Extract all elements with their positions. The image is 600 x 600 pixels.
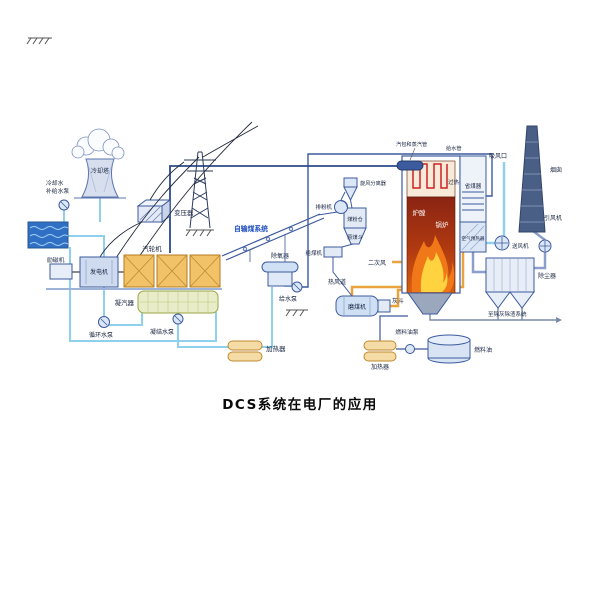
- to-ash-removal-label: 至除灰除渣系统: [488, 310, 527, 318]
- coal-feeder: 给煤机: [305, 243, 354, 297]
- powder-exhaust-fan: 排粉机: [315, 191, 348, 214]
- forced-draft-fan-label: 送风机: [512, 242, 529, 250]
- lp-heater-label: 加热器: [266, 344, 286, 353]
- flame-core: [420, 252, 448, 292]
- feed-pump: 给水泵: [279, 281, 303, 303]
- fuel-oil-pump-label: 燃料油泵: [395, 328, 418, 336]
- air-ducts: [486, 162, 506, 245]
- ash-lines: [429, 308, 556, 321]
- air-inlet-label: 吸风口: [489, 153, 507, 160]
- fuel-oil-heater-label: 加热器: [371, 363, 389, 371]
- coal-mill: 磨煤机: [335, 295, 391, 317]
- feedwater-pipe-label: 给水管: [446, 144, 462, 152]
- boiler-furnace: 炉膛 锅炉 过热器: [401, 155, 465, 315]
- condensate-pump: 凝结水泵: [150, 313, 184, 336]
- diagram-title: DCS系统在电厂的应用: [222, 396, 378, 413]
- makeup-pump-label: 补给水泵: [46, 187, 69, 195]
- coal-conveyor: [221, 210, 345, 262]
- dust-collector-label: 除尘器: [538, 272, 556, 280]
- transformer-label: 变压器: [174, 208, 194, 217]
- cooling-tower: 冷却塔: [71, 128, 126, 199]
- hot-air-duct-label: 热风道: [328, 278, 346, 286]
- feedwater-steam-oil-pipes: [169, 153, 493, 350]
- chimney: 烟囱: [518, 125, 562, 233]
- induced-draft-fan: 引风机: [538, 214, 562, 253]
- turbine-label: 汽轮机: [142, 244, 162, 253]
- fuel-oil-tank: 燃料油: [427, 334, 492, 364]
- river-water: [27, 221, 69, 249]
- condenser: 凝汽器: [115, 290, 219, 314]
- fuel-oil-label: 燃料油: [474, 346, 492, 354]
- ground-marks: [26, 37, 308, 317]
- coal-powder-bunker-label: 煤粉仓: [347, 215, 363, 223]
- condenser-label: 凝汽器: [115, 298, 135, 307]
- dust-collector: 除尘器: [485, 257, 556, 309]
- coal-feeder-label: 给煤机: [305, 249, 322, 257]
- exciter-label: 励磁机: [47, 256, 65, 264]
- turbine-generator-train: 励磁机 发电机 汽轮机: [46, 244, 222, 290]
- furnace-ash-hopper: [407, 292, 453, 315]
- powder-exhaust-fan-label: 排粉机: [315, 203, 332, 211]
- ash-arrow: [556, 317, 562, 323]
- steam-drum: 汽包和蒸汽管: [396, 140, 427, 171]
- superheater-coil: [412, 163, 448, 189]
- deaerator: 除氧器: [261, 252, 299, 287]
- cyclone-separator-label: 旋风分离器: [360, 179, 387, 187]
- power-lines: [99, 121, 259, 265]
- transformer: 变压器: [136, 199, 194, 223]
- ash-hopper-label: 灰斗: [392, 297, 404, 305]
- superheater-label: 过热器: [448, 178, 465, 186]
- coal-bunker: 煤粉仓 原煤斗: [343, 207, 367, 245]
- air-preheater-label: 空气预热器: [462, 235, 485, 242]
- deaerator-label: 除氧器: [271, 252, 289, 260]
- coal-mill-label: 磨煤机: [348, 303, 366, 311]
- circulating-pump-label: 循环水泵: [89, 331, 113, 339]
- raw-coal-hopper-label: 原煤斗: [347, 233, 363, 241]
- cooling-tower-label: 冷却塔: [91, 167, 109, 175]
- forced-draft-fan: 送风机: [494, 235, 529, 251]
- lp-heater: 加热器: [227, 340, 286, 362]
- cyclone-separator: 旋风分离器: [343, 177, 387, 209]
- cooling-water-label: 冷却水: [46, 179, 64, 187]
- economizer-label: 省煤器: [465, 182, 482, 190]
- generator-label: 发电机: [90, 268, 108, 276]
- fuel-oil-heater: 加热器: [363, 340, 397, 371]
- boiler-label: 锅炉: [436, 220, 450, 229]
- exciter-box: [49, 263, 73, 280]
- circulating-pump: 循环水泵: [89, 316, 113, 339]
- makeup-water-pump: 冷却水 补给水泵: [46, 179, 70, 211]
- induced-draft-fan-label: 引风机: [544, 214, 562, 222]
- condensate-pump-label: 凝结水泵: [150, 328, 174, 336]
- coal-conveying-label: 自输煤系统: [234, 224, 268, 233]
- chimney-label: 烟囱: [550, 166, 562, 174]
- furnace-label: 炉膛: [413, 208, 427, 217]
- transmission-pylon: [184, 151, 216, 229]
- secondary-air-label: 二次风: [368, 259, 386, 267]
- economizer-coil: [462, 191, 484, 211]
- drum-steam-pipes-label: 汽包和蒸汽管: [396, 140, 427, 148]
- feed-pump-label: 给水泵: [279, 295, 297, 303]
- fuel-oil-pump: 燃料油泵: [395, 328, 419, 354]
- backpass: 省煤器 空气预热器: [459, 155, 487, 253]
